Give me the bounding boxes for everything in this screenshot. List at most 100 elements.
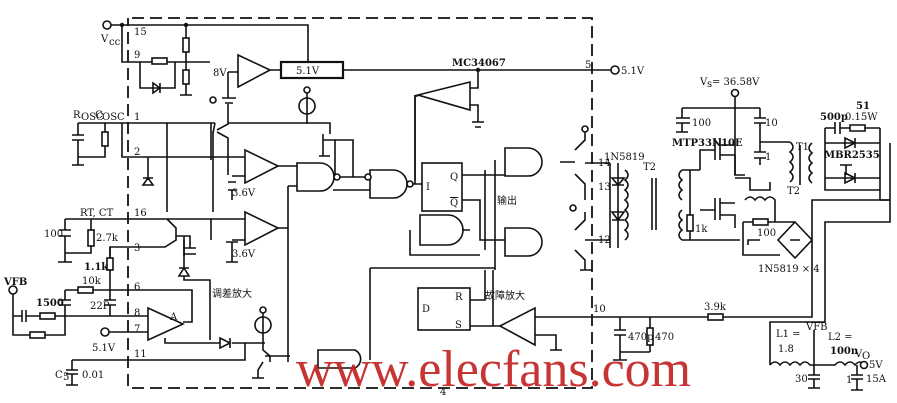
vfb-label: VFB (3, 277, 27, 288)
ic-boundary (127, 17, 593, 389)
vin51-label: 5.1V (92, 343, 116, 354)
c22p-label: 22P (90, 301, 110, 312)
vo-current: 15A (866, 374, 887, 385)
t2a-label: T2 (643, 162, 656, 173)
pin-1: 1 (134, 112, 140, 123)
r470-label: 470 (655, 332, 674, 343)
rosc-sub: OSC (81, 112, 104, 123)
nand-gate-2 (369, 169, 408, 199)
pin-4: 4 (440, 387, 446, 398)
bridge-label: 1N5819 × 4 (758, 264, 820, 275)
resistor (151, 57, 168, 65)
cmp1-ref-label: 3.6V (232, 188, 256, 199)
ref-8v-label: 8V (213, 68, 227, 79)
c500p-label: 500p (820, 112, 848, 123)
c30-label: 30 (795, 374, 808, 385)
fault-ff-d: D (422, 304, 430, 315)
c1500-label: 1500 (36, 298, 64, 309)
resistor (686, 214, 694, 232)
t1-label: T1 (796, 142, 809, 153)
comparator-upper (244, 148, 280, 185)
c5-value: 0.01 (82, 370, 104, 381)
pin-16: 16 (134, 208, 147, 219)
amp-a-label: A (169, 312, 178, 323)
error-amp-section: VFB 1.1k 10k 1500 22P 6 8 7 11 5.1V A 调差… (3, 247, 290, 386)
ff-q-label: Q (450, 172, 458, 183)
ref-out-label: 5.1V (621, 66, 645, 77)
ref-input-terminal (100, 327, 110, 337)
resistor (106, 257, 114, 271)
vs-terminal (730, 88, 740, 98)
nand-gate-3 (409, 214, 480, 256)
fault-ff-r: R (455, 292, 463, 303)
rosc-label: R (73, 110, 81, 121)
chip-label: MC34067 (452, 58, 506, 69)
r100-label: 100 (757, 228, 776, 239)
comparator-lower (244, 210, 280, 247)
diode-icon (152, 81, 162, 95)
mbr-label: MBR2535 (824, 150, 880, 161)
pin-2: 2 (134, 147, 140, 158)
l1-value: 1.8 (778, 344, 794, 355)
pin-7: 7 (134, 324, 140, 335)
vo-terminal (859, 360, 869, 370)
nand-gate-1 (296, 162, 335, 192)
cmp2-ref-label: 3.6V (232, 249, 256, 260)
vs-sub: s (707, 79, 712, 90)
pin-9: 9 (134, 50, 140, 61)
resistor (646, 327, 654, 346)
ff-i-label: I (426, 182, 430, 193)
c1-label: 1 (765, 152, 771, 163)
pin-6: 6 (134, 282, 140, 293)
pin-5: 5 (585, 60, 591, 71)
l1-label: L1 = (776, 329, 801, 340)
l2-label: L2 = (828, 332, 853, 343)
r10k-label: 10k (82, 276, 102, 287)
pin-10: 10 (593, 304, 606, 315)
c470p-label: 470p (628, 332, 654, 343)
vo-voltage: 5V (869, 360, 883, 371)
resistor (182, 37, 190, 53)
resistor (77, 286, 94, 294)
vs-value: = 36.58V (712, 77, 760, 88)
flip-flop (421, 162, 463, 212)
fault-amp-label: 故障放大 (485, 289, 525, 302)
pin-12: 12 (598, 235, 611, 246)
output-label: 输出 (497, 194, 517, 207)
error-amplifier (147, 306, 185, 342)
pin-3: 3 (134, 243, 140, 254)
output-gate-upper (504, 147, 543, 177)
opamp-icon (237, 53, 272, 89)
c100-label: 100 (44, 229, 63, 240)
resistor (101, 131, 109, 147)
pin-14: 14 (598, 158, 611, 169)
resistor (752, 218, 769, 226)
vfb-terminal (8, 285, 18, 295)
diode-icon (219, 336, 232, 350)
r1k-label: 1k (695, 224, 708, 235)
ref-box-label: 5.1V (296, 66, 320, 77)
transistor-icon (228, 122, 336, 175)
vcc-terminal (102, 20, 112, 30)
opamp-icon (414, 70, 484, 180)
watermark: www.elecfans.com (296, 341, 691, 398)
pin-15: 15 (134, 27, 147, 38)
c5-sub: 5 (63, 372, 69, 383)
c5-label: C (55, 370, 63, 381)
resistor (39, 312, 56, 320)
fault-flip-flop (417, 287, 471, 331)
resistor (29, 331, 46, 339)
ref-output-terminal (610, 65, 620, 75)
t2b-label: T2 (787, 186, 800, 197)
vfb2-label: VFB (805, 322, 828, 333)
vcc-label: V (100, 34, 109, 45)
l2-value: 100n (830, 346, 859, 357)
logic-section: I Q Q 输出 14 13 12 R D S 故障放大 4 10 470p 4… (278, 95, 813, 398)
cosc-label: C (95, 110, 103, 121)
